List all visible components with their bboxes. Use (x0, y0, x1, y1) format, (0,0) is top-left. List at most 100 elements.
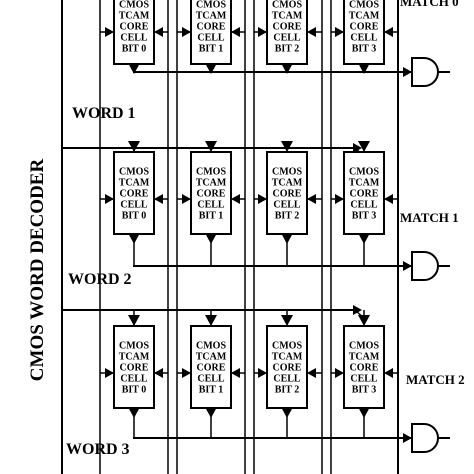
cell-bit-label: BIT 3 (352, 44, 377, 55)
arrow-left-icon (384, 368, 393, 378)
arrow-down-icon (128, 141, 140, 152)
cell-type-label: CELL (120, 33, 148, 44)
cell-type-label: CORE (120, 363, 149, 374)
cell-type-label: CELL (350, 200, 378, 211)
cell-type-label: CELL (350, 374, 378, 385)
cell-type-label: CELL (197, 33, 225, 44)
cell-type-label: TCAM (349, 178, 380, 189)
and-gate-icon (411, 423, 439, 453)
cell-type-label: TCAM (196, 11, 227, 22)
arrow-right-icon (403, 261, 412, 271)
word-label-2: WORD 2 (68, 271, 132, 288)
arrow-right-icon (105, 368, 114, 378)
word-label-3: WORD 3 (66, 441, 130, 458)
cell-type-label: CELL (120, 200, 148, 211)
cell-box (190, 325, 232, 409)
cell-bit-label: BIT 0 (122, 44, 147, 55)
arrow-right-icon (182, 194, 191, 204)
arrow-down-icon (128, 407, 140, 418)
cell-type-label: TCAM (119, 11, 150, 22)
cell-type-label: CMOS (196, 0, 226, 11)
cell-type-label: CELL (197, 200, 225, 211)
cell-type-label: CELL (350, 33, 378, 44)
arrow-right-icon (353, 143, 362, 153)
and-gate-icon (411, 251, 439, 281)
and-gate-icon (411, 57, 439, 87)
cell-type-label: CELL (273, 374, 301, 385)
arrow-down-icon (205, 407, 217, 418)
cell-type-label: CELL (273, 200, 301, 211)
cell-type-label: CMOS (349, 167, 379, 178)
cell-bit-label: BIT 3 (352, 385, 377, 396)
cell-type-label: CMOS (272, 0, 302, 11)
arrow-left-icon (231, 194, 240, 204)
cell-type-label: CORE (350, 363, 379, 374)
cell-type-label: CORE (197, 189, 226, 200)
arrow-down-icon (358, 63, 370, 74)
cell-bit-label: BIT 0 (122, 385, 147, 396)
arrow-right-icon (335, 368, 344, 378)
match-label-2: MATCH 2 (406, 372, 465, 387)
cell-type-label: CORE (273, 363, 302, 374)
arrow-left-icon (154, 194, 163, 204)
cell-box (266, 0, 308, 65)
arrow-down-icon (281, 407, 293, 418)
arrow-right-icon (258, 368, 267, 378)
arrow-left-icon (307, 27, 316, 37)
cell-bit-label: BIT 1 (199, 211, 224, 222)
arrow-right-icon (105, 194, 114, 204)
arrow-down-icon (358, 141, 370, 152)
cell-type-label: CMOS (272, 167, 302, 178)
cell-type-label: CORE (120, 189, 149, 200)
arrow-right-icon (182, 27, 191, 37)
cell-type-label: CORE (120, 22, 149, 33)
cell-box (113, 325, 155, 409)
arrow-left-icon (384, 27, 393, 37)
cell-bit-label: BIT 1 (199, 44, 224, 55)
cell-type-label: CORE (350, 22, 379, 33)
arrow-down-icon (281, 233, 293, 244)
cell-type-label: CMOS (119, 167, 149, 178)
arrow-left-icon (307, 368, 316, 378)
cell-type-label: TCAM (119, 352, 150, 363)
arrow-right-icon (335, 194, 344, 204)
arrow-right-icon (258, 27, 267, 37)
arrow-down-icon (205, 233, 217, 244)
arrow-down-icon (358, 315, 370, 326)
cell-box (343, 325, 385, 409)
cell-type-label: TCAM (349, 11, 380, 22)
cell-type-label: CMOS (119, 341, 149, 352)
cell-type-label: CMOS (119, 0, 149, 11)
arrow-down-icon (128, 233, 140, 244)
arrow-right-icon (403, 433, 412, 443)
cell-type-label: TCAM (196, 352, 227, 363)
cell-type-label: CMOS (272, 341, 302, 352)
cell-bit-label: BIT 2 (275, 211, 300, 222)
cell-type-label: CMOS (196, 341, 226, 352)
arrow-left-icon (307, 194, 316, 204)
cell-bit-label: BIT 2 (275, 44, 300, 55)
arrow-right-icon (353, 305, 362, 315)
arrow-right-icon (335, 27, 344, 37)
arrow-down-icon (281, 315, 293, 326)
arrow-down-icon (281, 141, 293, 152)
cell-type-label: CMOS (349, 0, 379, 11)
cell-type-label: CORE (273, 189, 302, 200)
arrow-down-icon (205, 315, 217, 326)
cell-type-label: CORE (197, 22, 226, 33)
match-label-0: MATCH 0 (400, 0, 459, 9)
cell-type-label: CELL (120, 374, 148, 385)
cell-box (266, 151, 308, 235)
cell-type-label: CMOS (196, 167, 226, 178)
arrow-right-icon (258, 194, 267, 204)
cell-type-label: TCAM (272, 352, 303, 363)
